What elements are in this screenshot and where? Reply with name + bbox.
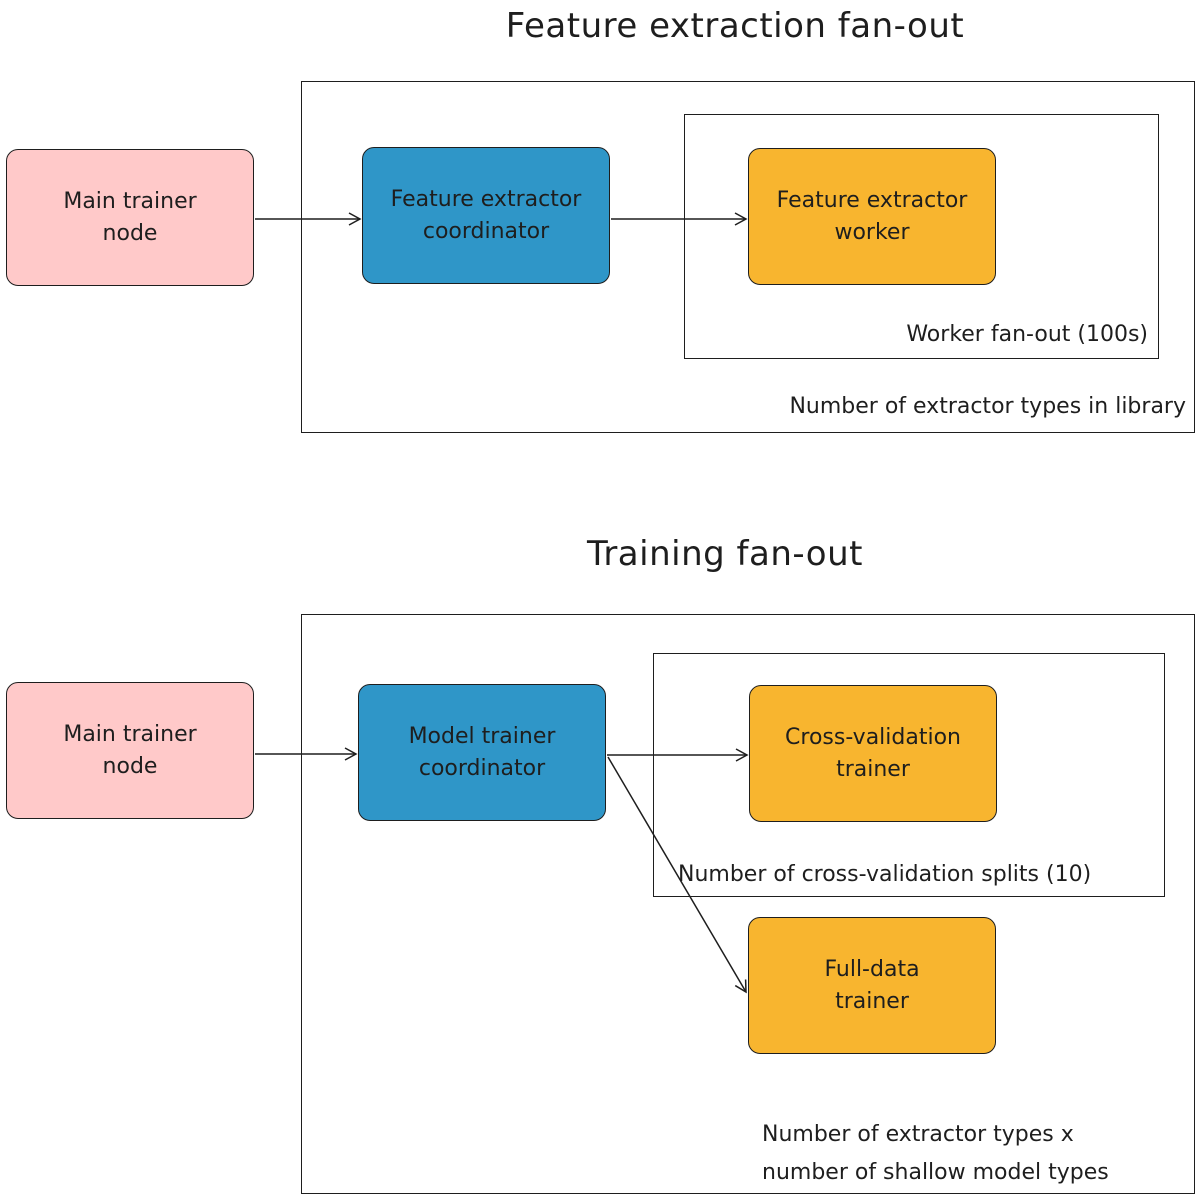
full-data-trainer-label: Full-data trainer	[824, 956, 920, 1014]
feature-extractor-coordinator-node[interactable]: Feature extractor coordinator	[362, 147, 610, 284]
worker-fanout-caption: Worker fan-out (100s)	[906, 322, 1148, 347]
model-types-caption: Number of extractor types x number of sh…	[762, 1116, 1187, 1192]
main-trainer-node-2-label: Main trainer node	[63, 721, 197, 779]
extractor-types-frame	[301, 81, 1195, 433]
model-trainer-coordinator-node[interactable]: Model trainer coordinator	[358, 684, 606, 821]
feature-extractor-coordinator-label: Feature extractor coordinator	[390, 186, 582, 244]
cross-validation-trainer-label: Cross-validation trainer	[785, 724, 961, 782]
worker-fanout-frame	[684, 114, 1159, 359]
cross-validation-trainer-node[interactable]: Cross-validation trainer	[749, 685, 997, 822]
feature-extraction-title: Feature extraction fan-out	[505, 6, 965, 46]
model-trainer-coordinator-label: Model trainer coordinator	[408, 723, 556, 781]
feature-extractor-worker-label: Feature extractor worker	[776, 187, 968, 245]
main-trainer-node-1[interactable]: Main trainer node	[6, 149, 254, 286]
model-types-caption-line1: Number of extractor types x	[762, 1122, 1074, 1147]
cv-splits-caption: Number of cross-validation splits (10)	[678, 862, 1092, 887]
extractor-types-caption: Number of extractor types in library	[789, 394, 1186, 419]
training-fanout-title: Training fan-out	[587, 534, 863, 574]
full-data-trainer-node[interactable]: Full-data trainer	[748, 917, 996, 1054]
model-types-frame	[301, 614, 1195, 1194]
main-trainer-node-2[interactable]: Main trainer node	[6, 682, 254, 819]
main-trainer-node-1-label: Main trainer node	[63, 188, 197, 246]
feature-extractor-worker-node[interactable]: Feature extractor worker	[748, 148, 996, 285]
model-types-caption-line2: number of shallow model types	[762, 1160, 1109, 1185]
